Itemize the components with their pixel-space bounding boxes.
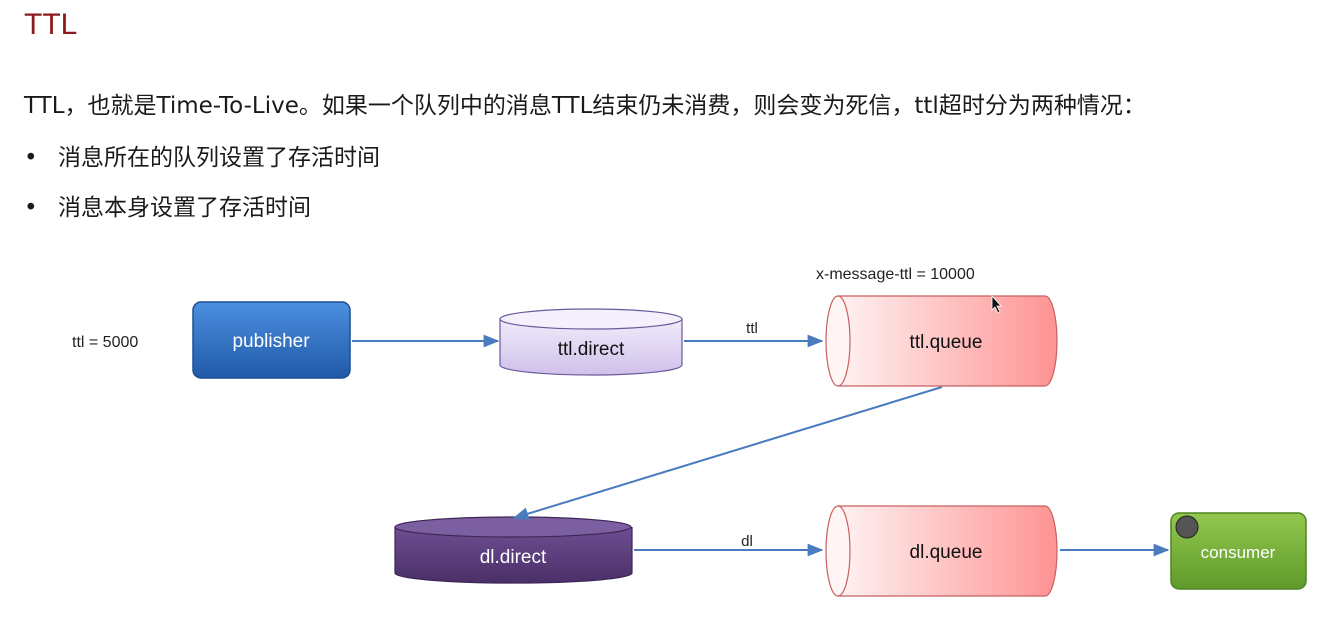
ttl-routing-key: ttl [746,320,758,337]
ttl-note: ttl = 5000 [72,334,138,351]
bullet-item-queue-ttl: • 消息所在的队列设置了存活时间 [24,138,380,172]
bullet-item-message-ttl: • 消息本身设置了存活时间 [24,188,311,222]
mouse-cursor-icon [991,294,1002,314]
queue-ttl-note: x-message-ttl = 10000 [816,266,975,283]
dl-exchange-label: dl.direct [480,547,547,568]
bullet-dot-icon: • [24,145,38,171]
ttl-exchange-label: ttl.direct [558,339,625,360]
dl-queue-node: dl.queue [825,505,1058,597]
bullet-dot-icon: • [24,195,38,221]
dl-queue-label: dl.queue [910,542,983,563]
consumer-node: consumer [1170,512,1307,590]
bullet-text: 消息所在的队列设置了存活时间 [58,145,380,171]
publisher-node: publisher [192,301,351,379]
consumer-indicator-icon [1175,515,1199,539]
ttl-exchange-node: ttl.direct [499,308,683,376]
dl-exchange-node: dl.direct [394,516,633,584]
ttl-queue-label: ttl.queue [910,332,983,353]
consumer-label: consumer [1201,543,1276,562]
intro-text: TTL，也就是Time-To-Live。如果一个队列中的消息TTL结束仍未消费，… [24,93,1146,119]
publisher-label: publisher [232,331,310,352]
ttl-queue-node: ttl.queue [825,295,1058,387]
dl-routing-key: dl [741,533,753,550]
bullet-text: 消息本身设置了存活时间 [58,195,311,221]
arrow-ttl-queue-to-dl-exchange [512,386,943,520]
page-title: TTL [24,8,78,41]
